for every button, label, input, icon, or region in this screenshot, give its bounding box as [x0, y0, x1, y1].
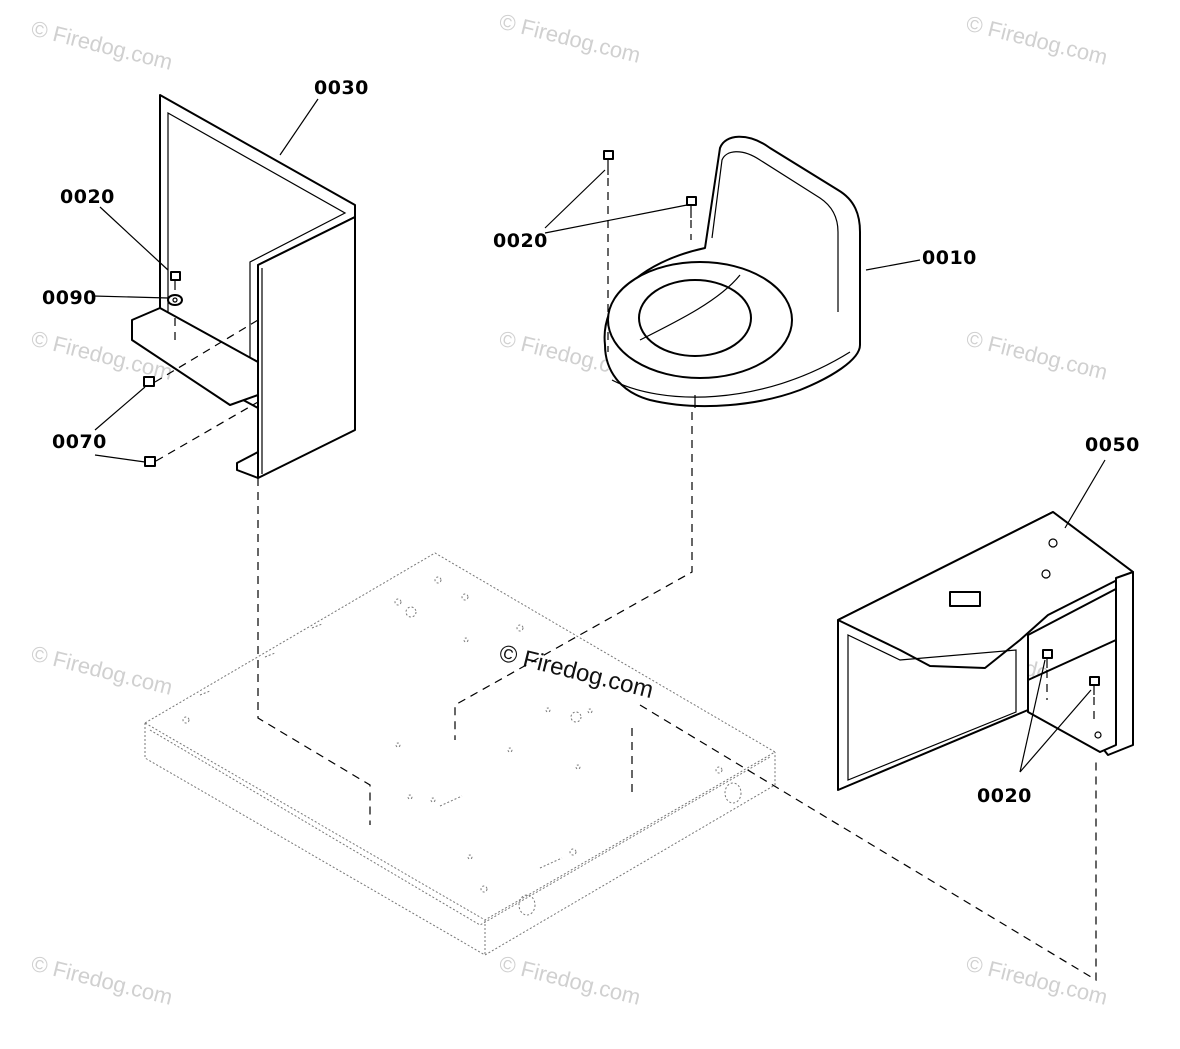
base-deck [144, 552, 776, 956]
hardware-group [143, 150, 1100, 695]
watermark: © Firedog.com [497, 9, 643, 68]
watermark: © Firedog.com [964, 11, 1110, 70]
callout-0020: 0020 [977, 785, 1032, 807]
bolt-icon [603, 150, 614, 175]
assembly-lines [154, 178, 1097, 982]
watermark: © Firedog.com [964, 951, 1110, 1010]
clip-nut-icon [144, 456, 156, 467]
watermark: © Firedog.com [29, 16, 175, 75]
bolt-icon [170, 271, 181, 290]
callout-0090: 0090 [42, 287, 97, 309]
watermark: © Firedog.com [29, 641, 175, 700]
leader-lines [92, 98, 1106, 773]
callout-labels: 0030 0020 0090 0070 0020 0010 0050 0020 [42, 77, 1140, 807]
bolt-icon [1042, 649, 1053, 668]
watermark: © Firedog.com [29, 951, 175, 1010]
right-bracket-panel-icon [837, 511, 1134, 791]
watermark: © Firedog.com [497, 951, 643, 1010]
callout-0030: 0030 [314, 77, 369, 99]
watermark: © Firedog.com [964, 326, 1110, 385]
callout-0020: 0020 [493, 230, 548, 252]
watermark-center: © Firedog.com [497, 640, 657, 704]
callout-0050: 0050 [1085, 434, 1140, 456]
callout-0020: 0020 [60, 186, 115, 208]
washer-icon [167, 294, 183, 306]
clip-nut-icon [143, 376, 155, 387]
callout-0070: 0070 [52, 431, 107, 453]
bolt-icon [686, 196, 697, 218]
left-side-panel-icon [131, 94, 356, 479]
bolt-icon [1089, 676, 1100, 695]
callout-0010: 0010 [922, 247, 977, 269]
toilet-seat-shell-icon [603, 135, 861, 408]
